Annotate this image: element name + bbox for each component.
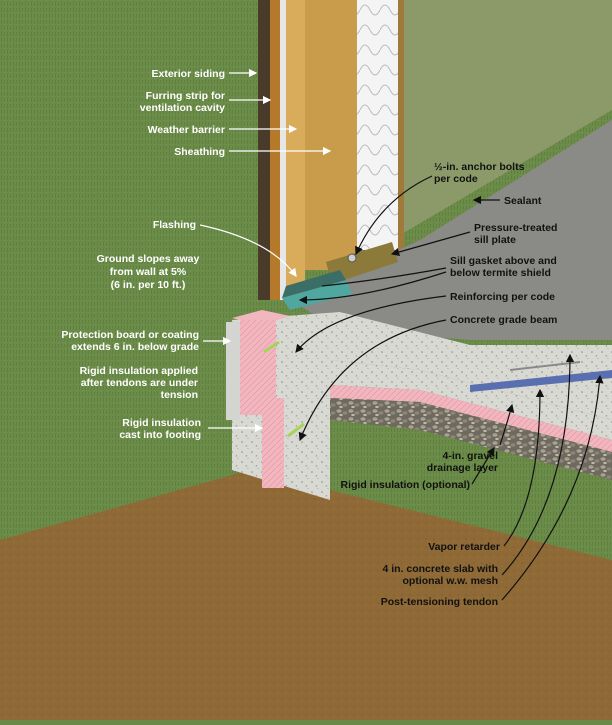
sloped-grade	[0, 300, 240, 540]
label-reinforcing: Reinforcing per code	[450, 291, 555, 303]
rigid-insulation-under-slab	[330, 385, 612, 452]
exterior-siding	[258, 0, 270, 300]
label-rigid-cast-line2: cast into footing	[119, 429, 201, 441]
label-furring-strip-line2: ventilation cavity	[140, 102, 225, 114]
label-sill-gasket-line1: Sill gasket above and	[450, 255, 557, 267]
leader-lines-white	[199, 68, 332, 433]
sheathing-edge	[286, 0, 305, 300]
protection-board	[226, 322, 240, 420]
label-gravel-line1: 4-in. gravel	[443, 450, 499, 462]
sill-plate	[326, 242, 398, 284]
label-slab-line1: 4 in. concrete slab with	[382, 563, 498, 575]
slab-top-surface	[290, 120, 612, 340]
label-rigid-applied-line1: Rigid insulation applied	[80, 365, 198, 377]
stud	[398, 0, 404, 250]
concrete-grade-beam	[232, 312, 612, 500]
label-rigid-applied-line3: tension	[161, 389, 198, 401]
label-protection-board-line2: extends 6 in. below grade	[71, 341, 199, 353]
label-ground-slopes-line3: (6 in. per 10 ft.)	[111, 279, 186, 291]
label-rigid-cast-line1: Rigid insulation	[122, 417, 201, 429]
rigid-insulation-cast	[262, 398, 284, 488]
label-sill-gasket-line2: below termite shield	[450, 267, 551, 279]
label-sill-plate-line1: Pressure-treated	[474, 222, 557, 234]
label-anchor-bolts-line1: ½-in. anchor bolts	[434, 161, 525, 173]
rebar-end-lower	[287, 422, 305, 438]
concrete-slab	[330, 360, 612, 440]
label-sealant: Sealant	[504, 195, 542, 207]
label-anchor-bolts-line2: per code	[434, 173, 478, 185]
post-tensioning-tendon	[509, 361, 581, 371]
label-protection-board-line1: Protection board or coating	[61, 329, 199, 341]
leader-lines-dark	[295, 175, 604, 601]
label-weather-barrier: Weather barrier	[148, 124, 225, 136]
label-sill-plate-line2: sill plate	[474, 234, 516, 246]
vapor-retarder	[470, 370, 612, 392]
sheathing-panel	[305, 0, 357, 270]
label-furring-strip-line1: Furring strip for	[146, 90, 225, 102]
label-rigid-applied-line2: after tendons are under	[81, 377, 198, 389]
rebar-end-upper	[263, 340, 280, 354]
label-exterior-siding: Exterior siding	[151, 68, 225, 80]
interior-wall	[400, 0, 612, 235]
label-ground-slopes-line2: from wall at 5%	[110, 266, 187, 278]
label-tendon: Post-tensioning tendon	[381, 596, 498, 608]
label-flashing: Flashing	[153, 219, 196, 231]
label-slab-line2: optional w.w. mesh	[403, 575, 498, 587]
anchor-bolt	[347, 253, 357, 263]
label-ground-slopes-line1: Ground slopes away	[97, 253, 200, 265]
termite-shield	[282, 270, 346, 298]
label-concrete-grade-beam: Concrete grade beam	[450, 314, 557, 326]
label-rigid-optional: Rigid insulation (optional)	[341, 479, 470, 491]
soil-ground	[0, 470, 612, 720]
gravel-drainage-layer	[330, 398, 612, 480]
weather-barrier	[280, 0, 286, 300]
label-gravel-line2: drainage layer	[427, 462, 498, 474]
label-vapor-retarder: Vapor retarder	[428, 541, 500, 553]
furring-strip	[270, 0, 280, 300]
label-sheathing: Sheathing	[174, 146, 225, 158]
wall-insulation-batt	[357, 0, 402, 250]
